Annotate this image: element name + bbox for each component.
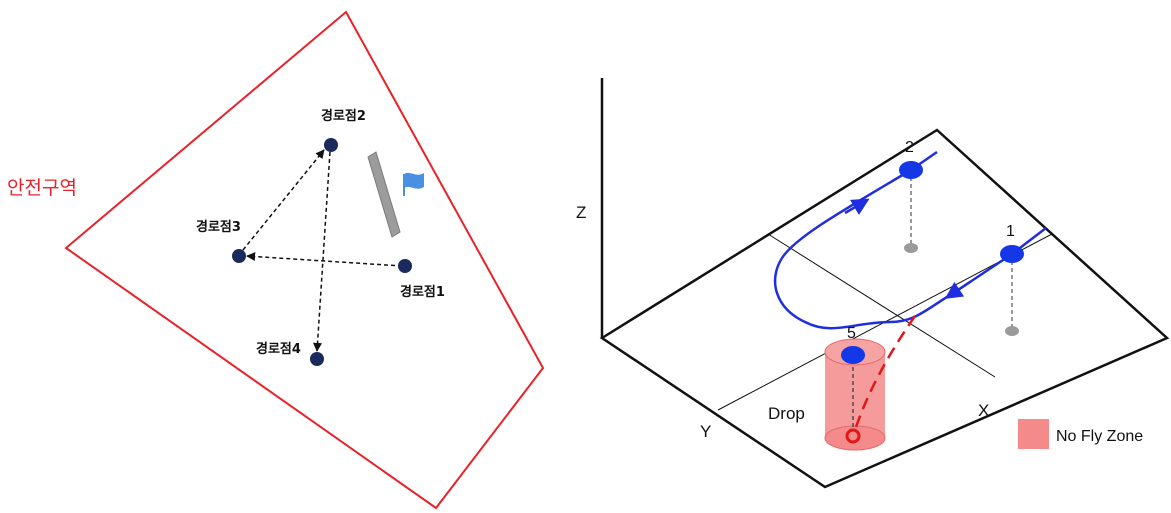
flag-icon xyxy=(403,172,424,196)
ground-plane xyxy=(599,128,1170,489)
point-1-ground-marker xyxy=(1005,326,1019,336)
drop-label: Drop xyxy=(768,404,805,423)
point-1-label: 1 xyxy=(1006,223,1015,240)
drop-path xyxy=(853,315,917,431)
waypoint-4-label: 경로점4 xyxy=(256,341,301,357)
legend-swatch xyxy=(1018,419,1049,449)
flight-path-arrow-2 xyxy=(844,198,870,215)
x-axis-label: X xyxy=(978,401,989,420)
waypoint-2-label: 경로점2 xyxy=(321,108,366,124)
safe-zone-label: 안전구역 xyxy=(7,177,77,199)
z-axis-label: Z xyxy=(576,203,586,222)
y-axis-label: Y xyxy=(700,422,711,441)
waypoint-3-marker xyxy=(232,249,246,263)
safe-zone-boundary xyxy=(64,10,545,510)
no-fly-zone-cylinder xyxy=(824,338,886,451)
obstacle-bar xyxy=(367,151,401,238)
route-2-to-4 xyxy=(313,151,331,352)
point-2-label: 2 xyxy=(905,139,914,156)
legend-label: No Fly Zone xyxy=(1056,428,1143,445)
right-panel: Z X Y 2 1 5 Dr xyxy=(576,78,1170,489)
waypoint-1-label: 경로점1 xyxy=(400,284,445,300)
drop-target-marker xyxy=(845,428,861,444)
left-panel: 안전구역 경로점1 경로점2 경로점3 경로점4 xyxy=(7,10,545,510)
waypoint-1-marker xyxy=(398,259,412,273)
route-1-to-3 xyxy=(246,252,403,267)
point-2-ground-marker xyxy=(904,243,918,253)
waypoint-4-marker xyxy=(310,352,324,366)
grid-line-a xyxy=(767,233,996,378)
waypoint-2-marker xyxy=(324,138,338,152)
flight-path-arrow-1 xyxy=(944,280,971,299)
waypoint-3-label: 경로점3 xyxy=(196,219,241,235)
point-1-marker xyxy=(1000,245,1024,263)
point-5-marker xyxy=(841,346,865,364)
route-3-to-2 xyxy=(242,149,325,251)
point-5-label: 5 xyxy=(847,325,856,342)
point-2-marker xyxy=(899,161,923,179)
